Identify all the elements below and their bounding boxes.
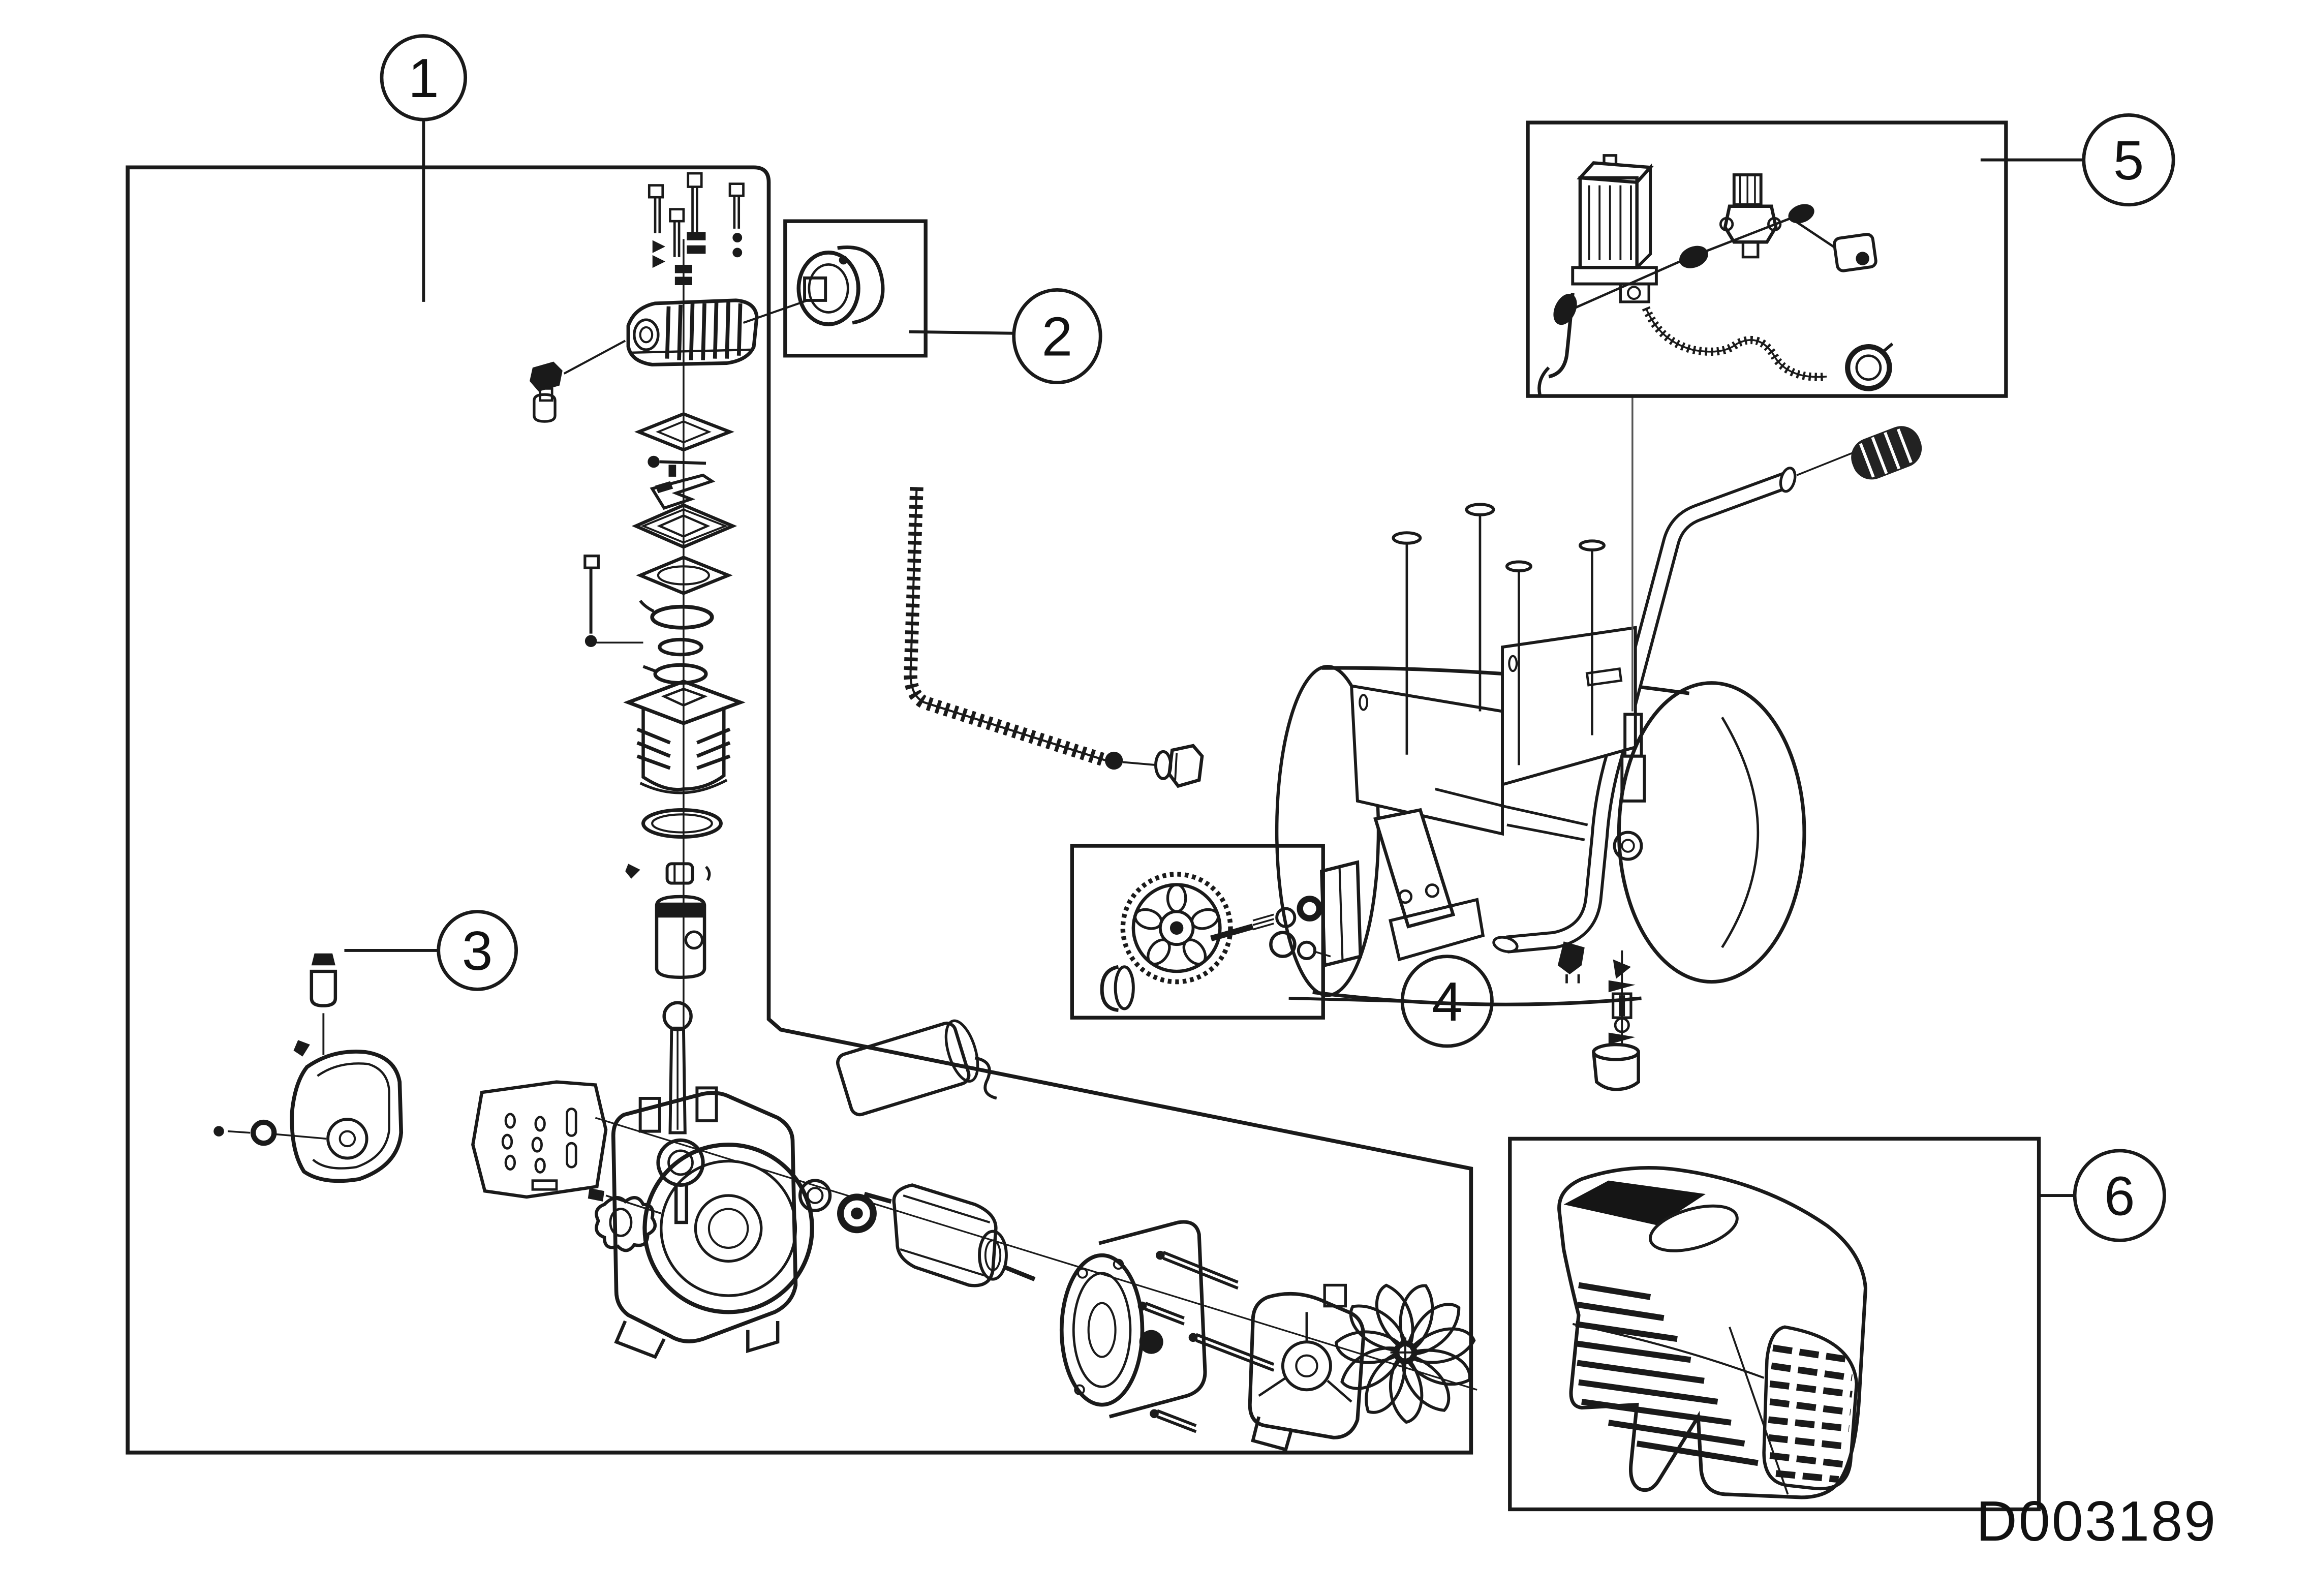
retaining-ring xyxy=(642,663,708,685)
callout-6: 6 xyxy=(2039,1149,2166,1242)
o-ring-small xyxy=(658,637,703,657)
callout-6-label: 6 xyxy=(2104,1165,2135,1227)
capacitor xyxy=(836,1019,997,1117)
air-filter xyxy=(743,245,885,326)
cover-grommet xyxy=(213,1119,327,1146)
crankcase-housing xyxy=(611,1086,814,1359)
pressure-switch xyxy=(1571,154,1658,303)
crankcase-cover xyxy=(290,1040,404,1183)
drain-valve xyxy=(1557,941,1585,984)
pressure-regulator xyxy=(1719,173,1782,259)
callout-2-label: 2 xyxy=(1042,306,1072,368)
through-bolts xyxy=(1137,1250,1275,1433)
shroud-box xyxy=(1508,1137,2041,1512)
cover-gasket-plate xyxy=(471,1080,608,1199)
hose-end xyxy=(1105,751,1123,770)
piston-pin xyxy=(625,862,711,885)
end-bell xyxy=(1248,1283,1366,1452)
air-hose xyxy=(904,487,1204,788)
axle-bolt xyxy=(1210,913,1274,942)
motor-washer xyxy=(798,1179,832,1212)
callout-2-circle xyxy=(1012,288,1102,385)
head-gasket xyxy=(634,412,735,452)
connecting-rod xyxy=(656,1001,705,1224)
cover-split-line xyxy=(1729,1327,1789,1495)
cover-grille xyxy=(1762,1325,1859,1491)
compressor-cover xyxy=(1557,1165,1868,1499)
unloader-tube xyxy=(1537,292,1575,395)
valve-screw xyxy=(648,455,706,477)
cover-screw xyxy=(293,1040,310,1057)
callout-3-circle xyxy=(437,910,518,991)
callout-2-leader xyxy=(909,330,1012,335)
drain-fittings xyxy=(1269,931,1331,960)
power-plug xyxy=(1845,342,1894,391)
callout-1: 1 xyxy=(380,34,468,302)
carriage-bolt xyxy=(1392,531,1422,755)
hose-fitting xyxy=(1154,744,1204,788)
head-bolt xyxy=(728,182,745,229)
callout-3: 3 xyxy=(344,910,518,991)
cover-vents xyxy=(1575,1282,1759,1466)
wheel-cap xyxy=(1100,965,1135,1012)
cooling-fan xyxy=(1335,1283,1476,1424)
motor-bearing xyxy=(837,1193,877,1234)
tank-handle xyxy=(1492,450,1857,954)
cylinder-gasket xyxy=(636,556,733,595)
shroud-mounting-plates xyxy=(1349,626,1637,841)
carriage-bolt xyxy=(1465,503,1495,712)
rotor xyxy=(864,1183,1036,1287)
intake-valve-fitting xyxy=(310,953,337,1055)
rubber-foot xyxy=(1592,1042,1640,1091)
intake-elbow-fitting xyxy=(530,340,626,423)
callout-5-circle xyxy=(2082,113,2175,207)
callout-5-label: 5 xyxy=(2113,130,2144,192)
valve-plate xyxy=(631,503,737,549)
power-cable xyxy=(1642,306,1894,391)
wire-harness xyxy=(1553,204,1837,325)
reed-valve xyxy=(650,473,716,510)
head-fins xyxy=(665,301,743,360)
head-bolt xyxy=(648,184,664,233)
base-gasket xyxy=(641,808,723,839)
overload-relay xyxy=(1833,233,1877,272)
callout-1-label: 1 xyxy=(408,48,439,109)
head-bolts-group xyxy=(648,172,745,285)
washer-set xyxy=(652,232,743,285)
carriage-bolt xyxy=(1505,560,1532,765)
diagram-code: D003189 xyxy=(1976,1489,2217,1553)
mounting-bolts xyxy=(1392,503,1606,765)
head-bolt xyxy=(687,172,703,239)
tank-port xyxy=(1613,831,1643,861)
main-assembly-box xyxy=(126,165,1473,1455)
cylinder-block xyxy=(623,679,746,794)
wheel xyxy=(1120,872,1233,985)
air-filter-box xyxy=(783,219,928,358)
callout-6-circle xyxy=(2073,1149,2166,1242)
cylinder-head xyxy=(626,298,759,366)
tank-leg xyxy=(1320,860,1363,968)
callout-2: 2 xyxy=(909,288,1102,385)
callout-1-circle xyxy=(380,34,468,121)
motor-axis-line xyxy=(595,1117,1477,1391)
piston xyxy=(655,895,706,979)
vibration-foot-parts xyxy=(1592,950,1640,1091)
carriage-bolt xyxy=(1579,539,1606,735)
head-bolt xyxy=(669,208,685,257)
o-ring-large xyxy=(639,600,714,630)
electrical-box xyxy=(1526,120,2008,398)
handle-grip xyxy=(1851,426,1922,480)
cover-top-patch xyxy=(1563,1180,1706,1225)
stator xyxy=(1059,1220,1207,1419)
wheel-bracket xyxy=(1373,808,1485,962)
callout-3-label: 3 xyxy=(462,920,493,982)
cylinder-bolt xyxy=(583,555,643,648)
check-valve xyxy=(1620,396,1646,803)
callout-5: 5 xyxy=(1980,113,2175,207)
axle-nut xyxy=(1297,896,1323,922)
